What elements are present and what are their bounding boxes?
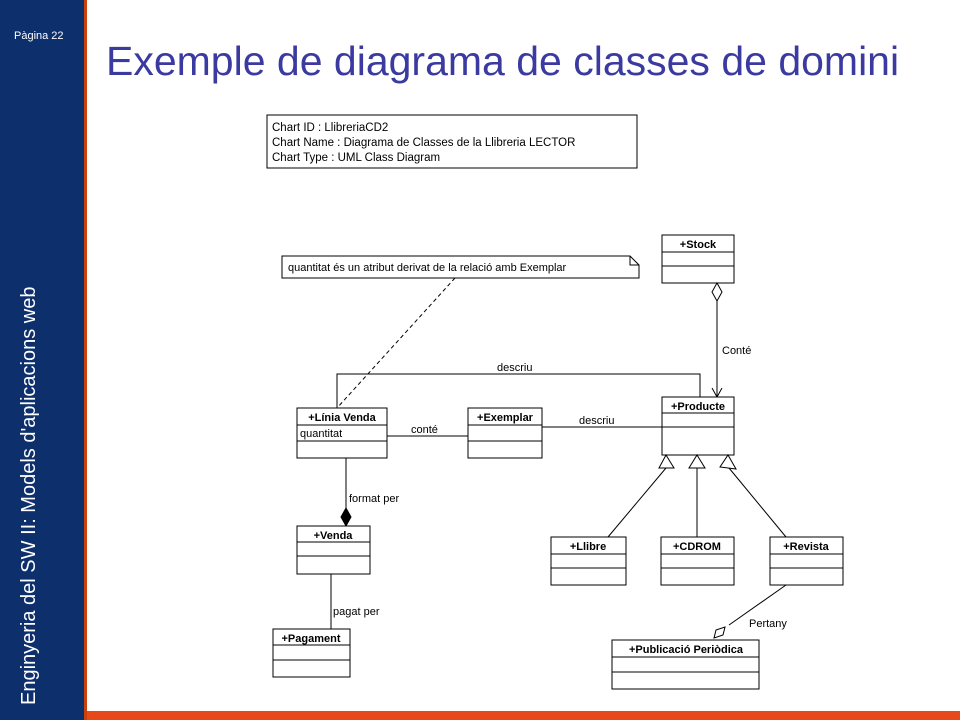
relation-pagat-per: pagat per [330,574,380,629]
class-publicacio-periodica: +Publicació Periòdica [611,639,760,690]
bottom-accent-bar [87,711,960,720]
note-text: quantitat és un atribut derivat de la re… [288,262,567,274]
generalization-cdrom [688,454,706,537]
class-publicacio-name: +Publicació Periòdica [629,644,744,656]
generalization-llibre [607,453,675,538]
class-linia-venda-attr: quantitat [300,428,342,440]
label-conte-stock: Conté [722,345,751,357]
chart-name: Chart Name : Diagrama de Classes de la L… [272,137,575,149]
sidebar: Pàgina 22 Enginyeria del SW II: Models d… [0,0,87,720]
class-venda-name: +Venda [314,530,354,542]
label-pagat-per: pagat per [333,606,380,618]
class-exemplar: +Exemplar [467,407,543,459]
class-producte-name: +Producte [671,401,725,413]
slide-title: Exemple de diagrama de classes de domini [106,38,900,84]
note-anchor-line [336,277,456,409]
relation-descriu-right: descriu [542,415,662,428]
class-cdrom: +CDROM [660,536,735,586]
class-venda: +Venda [296,525,371,575]
chart-id: Chart ID : LlibreriaCD2 [272,122,388,134]
generalization-revista [719,454,787,538]
class-linia-venda-name: +Línia Venda [308,412,376,424]
class-linia-venda: +Línia Venda quantitat [296,407,388,459]
page-number: Pàgina 22 [14,30,64,42]
chart-type: Chart Type : UML Class Diagram [272,152,440,164]
class-exemplar-name: +Exemplar [477,412,534,424]
label-descriu-top: descriu [497,362,532,374]
label-descriu-right: descriu [579,415,614,427]
class-cdrom-name: +CDROM [673,541,721,553]
relation-conte-stock: Conté [711,281,751,399]
class-producte: +Producte [661,396,735,456]
class-pagament-name: +Pagament [282,633,341,645]
chart-info-box: Chart ID : LlibreriaCD2 Chart Name : Dia… [266,114,638,169]
label-pertany: Pertany [749,618,787,630]
class-pagament: +Pagament [272,628,351,678]
relation-conte-linia: conté [387,424,468,437]
relation-format-per: format per [340,458,399,528]
label-conte-linia: conté [411,424,438,436]
class-revista-name: +Revista [783,541,829,553]
class-llibre: +Llibre [550,536,627,586]
class-revista: +Revista [769,536,844,586]
relation-descriu-top: descriu [336,362,701,408]
label-format-per: format per [349,493,399,505]
relation-pertany: Pertany [713,584,787,639]
note: quantitat és un atribut derivat de la re… [281,255,640,279]
class-llibre-name: +Llibre [570,541,606,553]
class-stock: +Stock [661,234,735,284]
class-stock-name: +Stock [680,239,717,251]
